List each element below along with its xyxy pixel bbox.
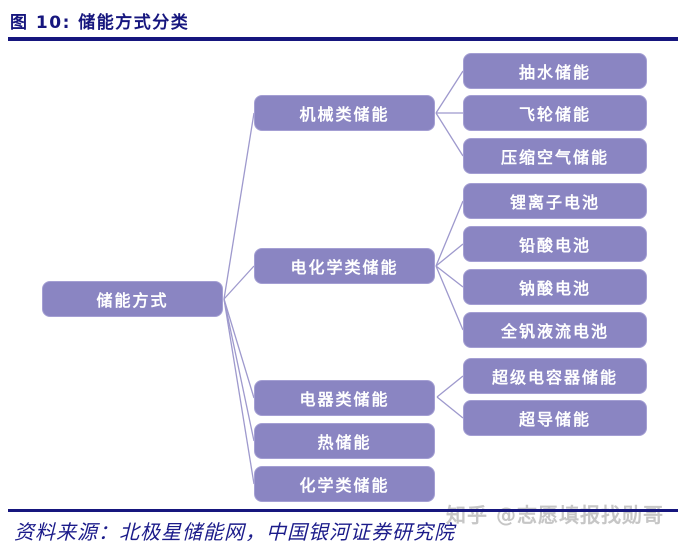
leaf-supercapacitor-storage: 超级电容器储能	[463, 358, 647, 394]
source-note: 资料来源：北极星储能网，中国银河证券研究院	[14, 520, 455, 544]
watermark: 知乎 @志愿填报找勋哥	[446, 503, 664, 527]
branch-electrochemical-storage: 电化学类储能	[254, 248, 435, 284]
leaf-compressed-air-storage: 压缩空气储能	[463, 138, 647, 174]
title-divider	[8, 37, 678, 41]
leaf-sodium-acid-battery: 钠酸电池	[463, 269, 647, 305]
branch-chemical-storage: 化学类储能	[254, 466, 435, 502]
branch-mechanical-storage: 机械类储能	[254, 95, 435, 131]
branch-electrical-storage: 电器类储能	[254, 380, 435, 416]
leaf-vanadium-redox-flow-battery: 全钒液流电池	[463, 312, 647, 348]
leaf-pumped-hydro-storage: 抽水储能	[463, 53, 647, 89]
leaf-lead-acid-battery: 铅酸电池	[463, 226, 647, 262]
figure-title: 图 10: 储能方式分类	[10, 13, 190, 33]
leaf-superconducting-storage: 超导储能	[463, 400, 647, 436]
branch-thermal-storage: 热储能	[254, 423, 435, 459]
footer-divider	[8, 509, 678, 512]
leaf-lithium-ion-battery: 锂离子电池	[463, 183, 647, 219]
node-root-energy-storage: 储能方式	[42, 281, 223, 317]
leaf-flywheel-storage: 飞轮储能	[463, 95, 647, 131]
